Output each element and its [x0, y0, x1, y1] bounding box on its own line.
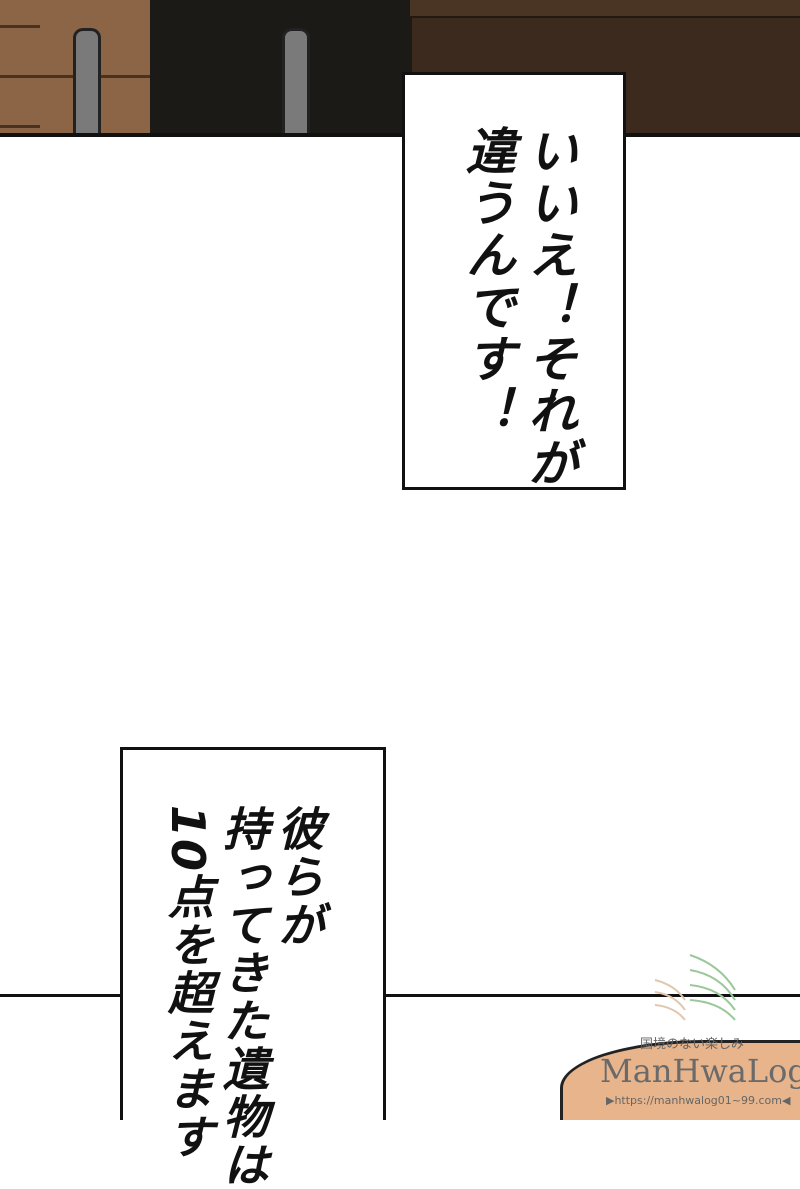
watermark-tagline: 国境のない楽しみ — [640, 1037, 745, 1052]
watermark-url: ▶https://manhwalog01~99.com◀ — [606, 1094, 791, 1107]
drawer-line — [0, 25, 40, 28]
watermark-brand: ManHwaLog — [600, 1052, 800, 1090]
bubble-line-1: いいえ！それが — [520, 125, 578, 489]
office-chair — [150, 0, 412, 133]
watermark-logo-icon — [654, 954, 736, 1021]
chair-arm-right — [282, 28, 310, 133]
top-panel-office-scene — [0, 0, 800, 137]
panel-border — [0, 994, 800, 997]
bubble-line-1: 彼らが — [271, 805, 325, 949]
bubble-line-3: 10点を超えます — [161, 805, 215, 1162]
speech-bubble-bottom: 彼らが 持ってきた遺物は 10点を超えます — [120, 747, 386, 1189]
speech-bubble-top: いいえ！それが 違うんです！ — [402, 72, 626, 490]
desk-edge — [410, 0, 800, 18]
drawer-line — [0, 125, 40, 128]
bubble-line-2: 違うんです！ — [458, 125, 516, 437]
chair-arm-left — [73, 28, 101, 133]
